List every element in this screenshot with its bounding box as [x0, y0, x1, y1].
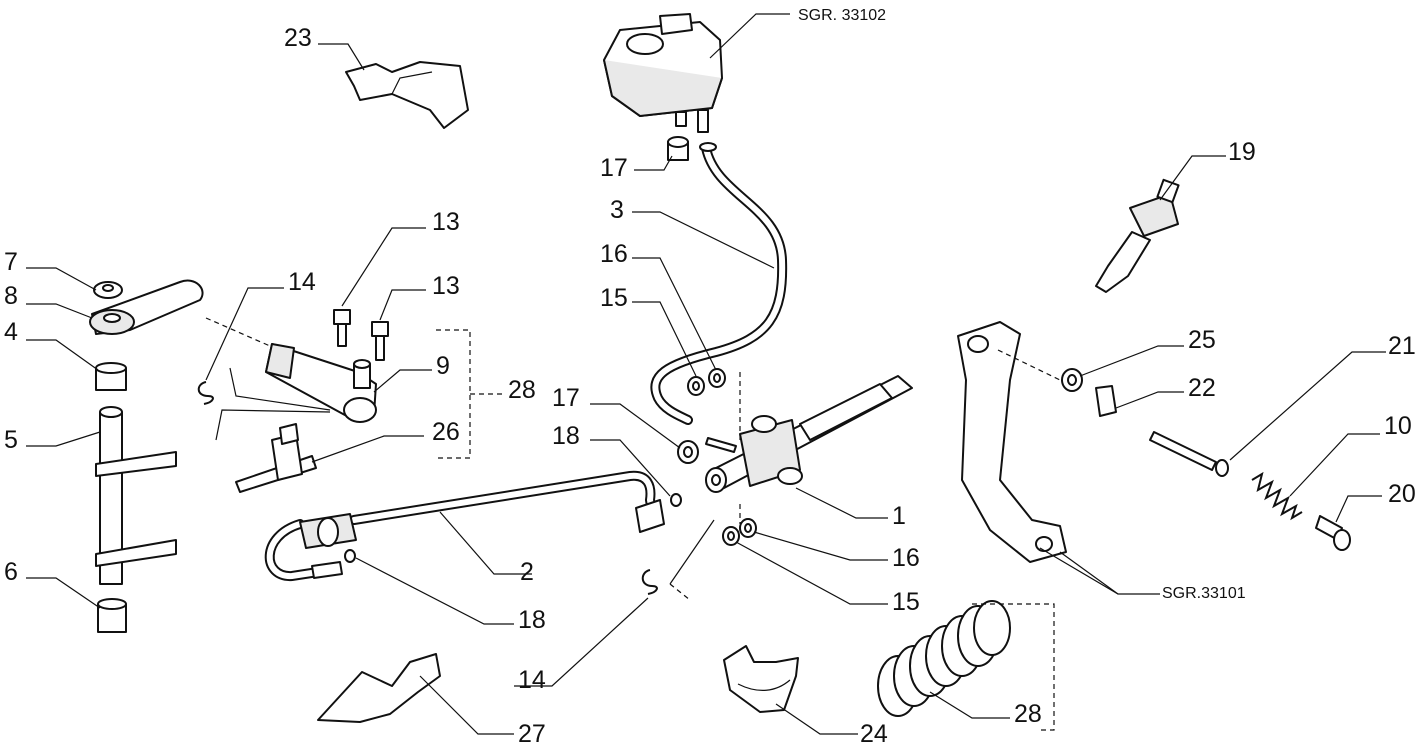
callout-6: 6 — [4, 558, 18, 586]
seal-18-right — [670, 493, 682, 507]
callout-9: 9 — [436, 352, 450, 380]
callout-13-left: 13 — [432, 208, 460, 236]
bolt-13-right — [371, 321, 389, 361]
bolt-13-left — [333, 309, 351, 347]
master-cylinder — [705, 375, 913, 493]
callout-14-left: 14 — [288, 268, 316, 296]
ref-reservoir: SGR. 33102 — [798, 7, 886, 24]
spring-boot — [877, 600, 1011, 717]
callout-8: 8 — [4, 282, 18, 310]
bleeder-tee — [235, 423, 317, 493]
callout-4: 4 — [4, 318, 18, 346]
callout-24: 24 — [860, 720, 888, 748]
ref-pedal: SGR.33101 — [1162, 585, 1246, 602]
grommet-17-middle — [677, 440, 699, 464]
clip-24 — [723, 645, 799, 713]
clip-22 — [1095, 385, 1117, 417]
callout-22: 22 — [1188, 374, 1216, 402]
callout-13-right: 13 — [432, 272, 460, 300]
callout-7: 7 — [4, 248, 18, 276]
spring-10 — [1251, 471, 1303, 521]
callout-28-lower: 28 — [1014, 700, 1042, 728]
callout-25: 25 — [1188, 326, 1216, 354]
slave-cylinder — [265, 343, 377, 423]
callout-3: 3 — [610, 196, 624, 224]
fluid-reservoir — [603, 13, 723, 133]
clip-14-left — [197, 381, 214, 405]
callout-18-left: 18 — [518, 606, 546, 634]
clutch-pedal — [957, 321, 1067, 563]
clip-14-right — [641, 569, 658, 595]
callout-5: 5 — [4, 426, 18, 454]
reservoir-hose — [650, 142, 788, 425]
callout-17-middle: 17 — [552, 384, 580, 412]
adjuster-20 — [1315, 515, 1351, 551]
leader-lines — [26, 13, 1386, 735]
fork-shaft — [95, 406, 177, 585]
callout-16-top: 16 — [600, 240, 628, 268]
callout-23: 23 — [284, 24, 312, 52]
callout-labels: SGR. 33102 23 17 3 16 15 19 13 13 14 7 8… — [4, 7, 1416, 748]
hydraulic-pipe — [264, 470, 665, 581]
bush-6 — [97, 598, 127, 633]
switch-sensor-19 — [1095, 178, 1180, 293]
bush-4 — [95, 362, 127, 391]
callout-26: 26 — [432, 418, 460, 446]
callout-10: 10 — [1384, 412, 1412, 440]
callout-15-bottom: 15 — [892, 588, 920, 616]
callout-20: 20 — [1388, 480, 1416, 508]
grommet-17-top — [667, 136, 689, 161]
callout-14-right: 14 — [518, 666, 546, 694]
callout-17-top: 17 — [600, 154, 628, 182]
callout-15-top: 15 — [600, 284, 628, 312]
callout-28-upper: 28 — [508, 376, 536, 404]
callout-19: 19 — [1228, 138, 1256, 166]
callout-27: 27 — [518, 720, 546, 748]
nut-7 — [93, 281, 123, 299]
release-lever — [89, 279, 204, 335]
callout-16-bottom: 16 — [892, 544, 920, 572]
bracket-23 — [345, 61, 469, 129]
seal-rings-bottom — [722, 518, 757, 546]
callout-21: 21 — [1388, 332, 1416, 360]
bracket-27 — [317, 653, 441, 723]
callout-18-right: 18 — [552, 422, 580, 450]
seal-rings-top — [687, 368, 726, 396]
seal-18-left — [344, 549, 356, 563]
callout-2: 2 — [520, 558, 534, 586]
callout-1: 1 — [892, 502, 906, 530]
circlip-25 — [1061, 368, 1083, 392]
pin-21 — [1149, 431, 1229, 477]
